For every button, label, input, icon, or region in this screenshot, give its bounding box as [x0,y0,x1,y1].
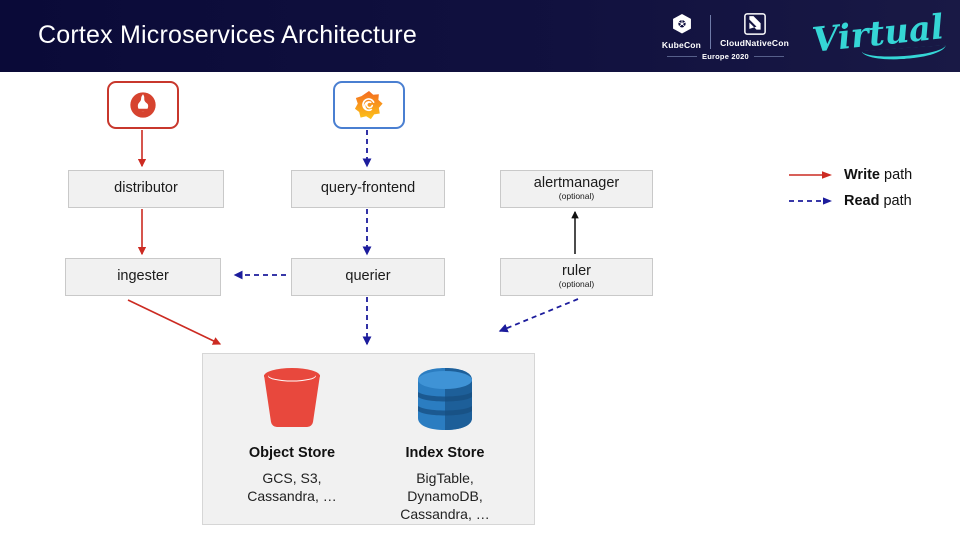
legend: Write path Read path [788,162,953,214]
index-store-group[interactable]: Index Store BigTable, DynamoDB, Cassandr… [370,366,520,524]
service-box-ruler[interactable]: ruler (optional) [500,258,653,296]
kubecon-cloudnativecon-logo: KubeCon CloudNativeCon Europe 2020 [653,12,798,61]
edge-ruler-storage [498,298,579,333]
service-box-alertmanager[interactable]: alertmanager (optional) [500,170,653,208]
edition-rule-right [753,55,784,57]
service-label: distributor [114,180,178,197]
legend-bold-write: Write [844,167,880,183]
prometheus-icon [130,92,156,118]
kubecon-block: KubeCon [653,12,710,50]
service-box-query-frontend[interactable]: query-frontend [291,170,445,208]
index-store-title: Index Store [405,445,485,461]
cloudnativecon-label: CloudNativeCon [720,37,790,48]
page-title: Cortex Microservices Architecture [38,21,417,49]
storage-panel: Object Store GCS, S3, Cassandra, … Index… [202,353,535,525]
cloudnativecon-block: CloudNativeCon [711,12,798,48]
edition-label: Europe 2020 [702,51,749,61]
slide-header: Cortex Microservices Architecture [0,0,960,72]
legend-label-read: Read path [844,193,912,209]
kubernetes-helm-icon [672,13,691,34]
edition-rule-left [667,55,698,57]
index-store-backends: BigTable, DynamoDB, Cassandra, … [400,470,490,522]
edge-ingester-storage [127,299,222,345]
database-icon [418,368,472,430]
bucket-icon [264,368,320,428]
prometheus-source-box[interactable] [107,81,179,129]
legend-rest-write: path [880,167,913,183]
grafana-source-box[interactable] [333,81,405,129]
kubecon-label: KubeCon [661,39,702,50]
service-label: alertmanager [533,175,620,192]
cncf-icon [743,12,766,35]
service-optional-note: (optional) [558,191,595,202]
brand-divider [710,14,712,49]
service-label: ruler [561,263,591,280]
service-box-querier[interactable]: querier [291,258,445,296]
legend-item-read: Read path [788,188,953,214]
service-optional-note: (optional) [558,279,595,290]
object-store-title: Object Store [248,445,336,461]
legend-bold-read: Read [844,193,880,209]
edition-row: Europe 2020 [667,52,784,61]
read-path-arrow-icon [789,197,832,205]
service-label: querier [345,268,391,285]
write-path-arrow-icon [789,171,832,179]
service-label: query-frontend [320,180,416,197]
grafana-icon [354,90,383,120]
object-store-backends: GCS, S3, Cassandra, … [247,470,337,504]
service-box-ingester[interactable]: ingester [65,258,221,296]
conference-branding: KubeCon CloudNativeCon Europe 2020 [653,4,950,68]
legend-item-write: Write path [788,162,953,188]
object-store-group[interactable]: Object Store GCS, S3, Cassandra, … [217,366,367,506]
service-box-distributor[interactable]: distributor [68,170,224,208]
legend-rest-read: path [879,193,912,209]
legend-label-write: Write path [844,167,912,183]
service-label: ingester [117,268,169,285]
